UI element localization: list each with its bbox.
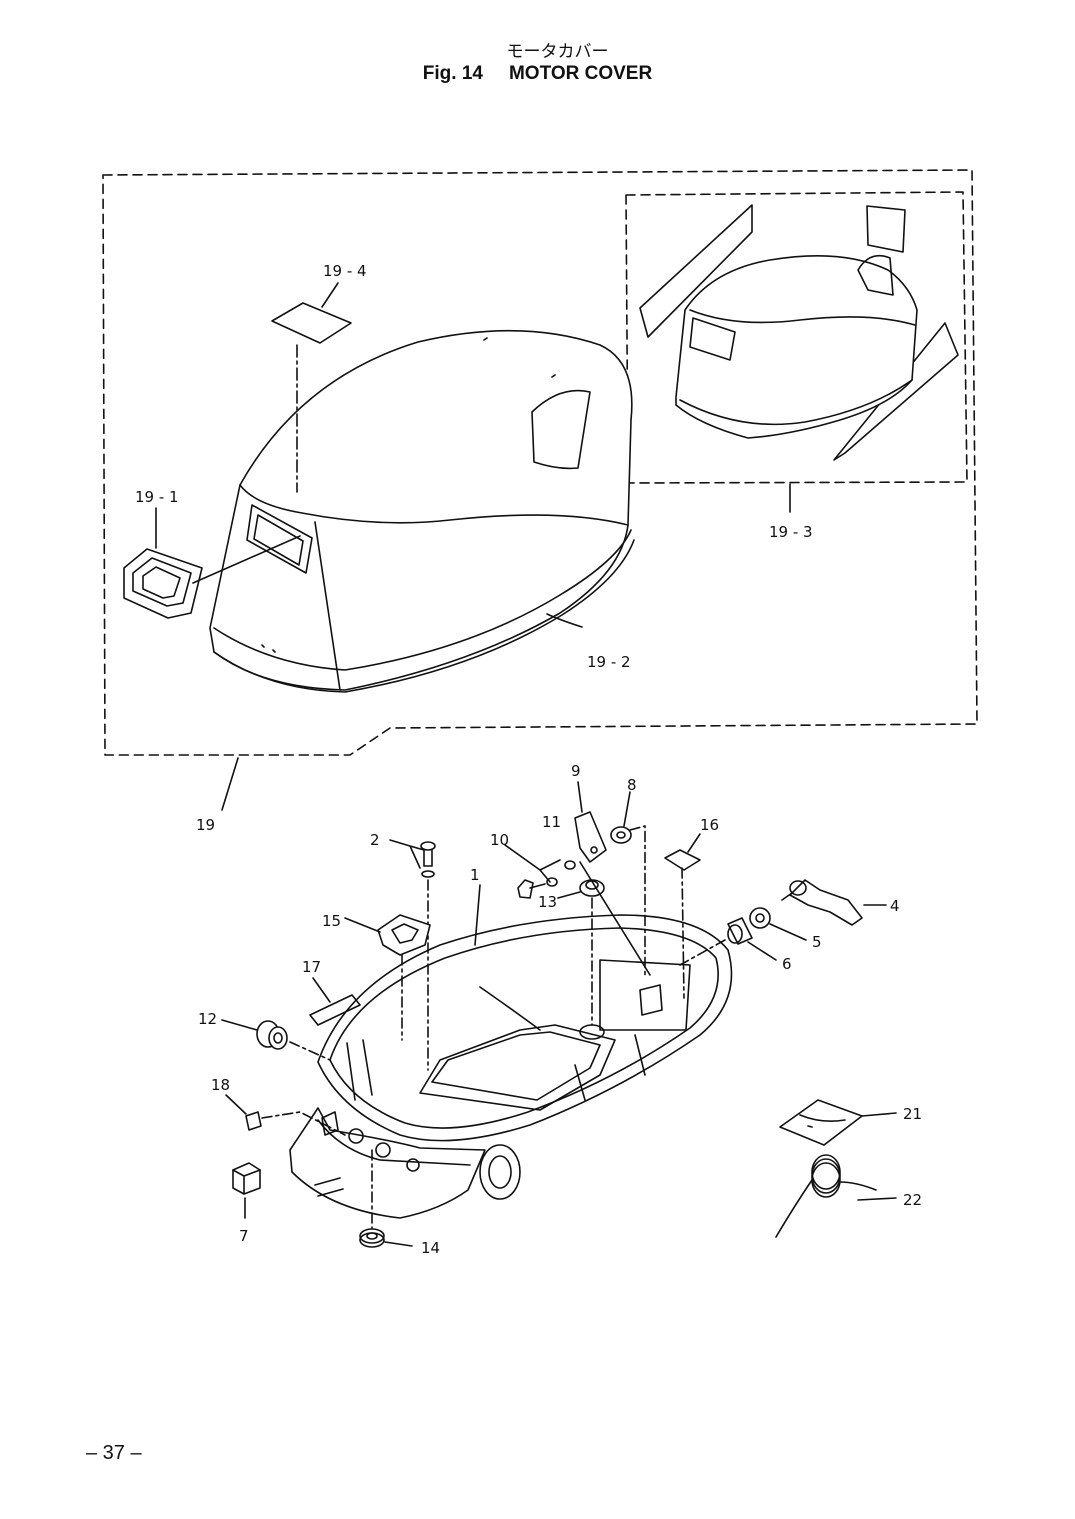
callout-5: 5 (812, 933, 822, 951)
page-header: モータカバー Fig. 14 MOTOR COVER (0, 42, 1075, 86)
lever-9 (574, 811, 607, 863)
grommet-12 (256, 1020, 288, 1050)
callout-12: 12 (198, 1010, 217, 1028)
decal-16 (664, 849, 701, 871)
decal-17 (309, 994, 361, 1026)
top-cowling (209, 329, 635, 693)
callout-10: 10 (490, 831, 509, 849)
decal-19-4 (271, 302, 352, 344)
figure-number: Fig. 14 (422, 63, 483, 84)
callout-1: 1 (470, 866, 480, 884)
callout-19: 19 (196, 816, 215, 834)
callout-4: 4 (890, 897, 900, 915)
callout-16: 16 (700, 816, 719, 834)
callout-17: 17 (302, 958, 321, 976)
screw-2 (420, 841, 436, 878)
clamp-lever-4 (781, 879, 863, 926)
grommet-14 (359, 1228, 385, 1248)
collar-8 (610, 826, 632, 844)
decal-kit-boundary (625, 191, 968, 484)
callout-14: 14 (421, 1239, 440, 1257)
callout-21: 21 (903, 1105, 922, 1123)
figure-title-jp: モータカバー (506, 42, 609, 62)
grommet-15 (377, 914, 431, 956)
callout-labels: 19 - 4 19 - 1 19 - 2 19 - 3 19 1 2 4 5 6… (135, 262, 922, 1257)
cord-22 (775, 1154, 877, 1238)
grommet-19-1 (123, 548, 203, 619)
page-number: – 37 – (86, 1442, 142, 1464)
plug-7 (232, 1162, 261, 1195)
callout-6: 6 (782, 955, 792, 973)
callout-9: 9 (571, 762, 581, 780)
callout-22: 22 (903, 1191, 922, 1209)
callout-19-1: 19 - 1 (135, 488, 179, 506)
callout-11: 11 (542, 813, 561, 831)
figure-title: MOTOR COVER (508, 63, 653, 84)
callout-7: 7 (239, 1227, 249, 1245)
decal-kit-thumbnail (639, 204, 959, 461)
bottom-cowling (289, 914, 733, 1219)
tool-bag-21 (779, 1099, 863, 1146)
callout-18: 18 (211, 1076, 230, 1094)
callout-15: 15 (322, 912, 341, 930)
callout-8: 8 (627, 776, 637, 794)
assembly-19-boundary (102, 169, 978, 756)
callout-19-4: 19 - 4 (323, 262, 367, 280)
callout-19-2: 19 - 2 (587, 653, 631, 671)
callout-2: 2 (370, 831, 380, 849)
washer-5 (749, 907, 771, 929)
bushing-6 (727, 917, 753, 945)
callout-19-3: 19 - 3 (769, 523, 813, 541)
figure-title-line: Fig. 14 MOTOR COVER (0, 62, 1075, 86)
callout-13: 13 (538, 893, 557, 911)
decal-18 (245, 1111, 262, 1131)
screw-10 (504, 844, 576, 899)
